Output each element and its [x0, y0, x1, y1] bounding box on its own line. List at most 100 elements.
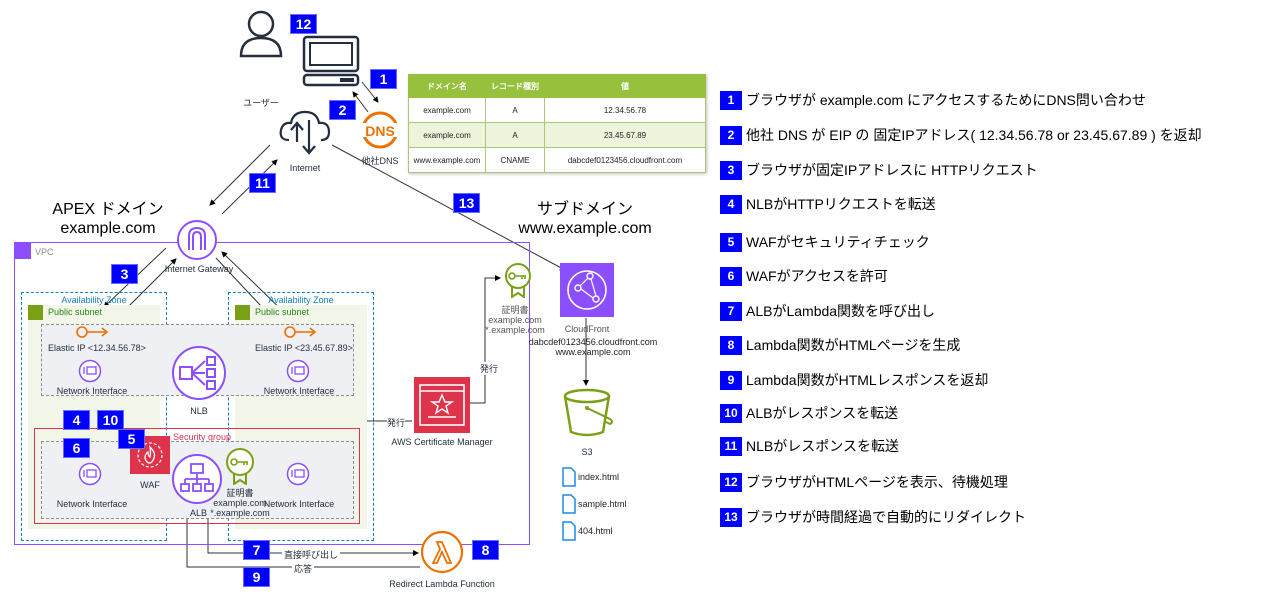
step-text: NLBがHTTPリクエストを転送 [746, 196, 936, 212]
step-number: 13 [720, 507, 742, 527]
az-label-right: Availability Zone [268, 295, 334, 305]
step-number: 6 [720, 266, 742, 286]
step-text: ALBがLambda関数を呼び出し [746, 303, 936, 319]
table-row: www.example.com CNAME dabcdef0123456.clo… [408, 147, 706, 173]
network-interface-icon [286, 359, 310, 383]
step-badge-1: 1 [370, 69, 397, 89]
eip-left-label: Elastic IP <12.34.56.78> [48, 343, 146, 353]
alb-icon [172, 454, 222, 504]
az-label-left: Availability Zone [61, 295, 127, 305]
cell-value: 12.34.56.78 [544, 97, 706, 123]
file-item[interactable]: 404.html [562, 517, 627, 544]
arrow-alb-to-lambda [207, 510, 419, 556]
step-text: ALBがレスポンスを転送 [746, 405, 899, 421]
response-label: 応答 [292, 562, 315, 575]
certificate-icon [226, 448, 254, 485]
security-group: Security group [34, 428, 360, 524]
issue-label-alb: 発行 [387, 416, 406, 429]
step-badge-2: 2 [329, 100, 356, 120]
apex-title: APEX ドメイン [52, 201, 164, 218]
arrow-dns-to-pc [352, 91, 369, 113]
step-text: Lambda関数がHTMLレスポンスを返却 [746, 372, 989, 388]
security-group-label: Security group [173, 432, 232, 442]
step-number: 10 [720, 403, 742, 423]
cell-type: A [485, 97, 545, 123]
step-badge-7: 7 [243, 540, 270, 560]
step-text: ブラウザが example.com にアクセスするためにDNS問い合わせ [746, 92, 1146, 108]
s3-label: S3 [581, 447, 593, 457]
eni-label: Network Interface [263, 499, 335, 509]
step-number: 1 [720, 90, 742, 110]
step-text: WAFがアクセスを許可 [746, 268, 888, 284]
internet-gateway-icon [177, 220, 217, 260]
step-number: 12 [720, 472, 742, 492]
table-row: example.com A 12.34.56.78 [408, 97, 706, 123]
cert-wildcard: *.example.com [485, 325, 545, 335]
cloudfront-label: CloudFront [564, 324, 610, 334]
cell-type: A [485, 122, 545, 148]
computer-icon[interactable] [302, 35, 360, 87]
vpc-label: VPC [35, 247, 54, 257]
availability-zone-right: Availability Zone [228, 292, 374, 541]
eni-label: Network Interface [56, 386, 128, 396]
cell-domain: www.example.com [408, 147, 486, 173]
arrow-lambda-to-alb [184, 511, 420, 568]
step-badge-8: 8 [472, 540, 499, 560]
file-item[interactable]: index.html [562, 463, 627, 490]
step-badge-12: 12 [290, 14, 317, 34]
cloudfront-domain-label: dabcdef0123456.cloudfront.com www.exampl… [529, 337, 658, 357]
step-text: ブラウザが固定IPアドレスに HTTPリクエスト [746, 162, 1038, 178]
file-item[interactable]: sample.html [562, 490, 627, 517]
arrow-pc-to-dns [361, 81, 379, 103]
invoke-label: 直接呼び出し [282, 548, 341, 561]
network-interface-icon [286, 462, 310, 486]
step-text: ブラウザがHTMLページを表示、待機処理 [746, 474, 1008, 490]
network-interface-icon [78, 359, 102, 383]
step-badge-10: 10 [97, 410, 124, 430]
vpc-cloud-icon [15, 243, 31, 259]
user-label: ユーザー [243, 98, 279, 108]
acm-label: AWS Certificate Manager [391, 437, 493, 447]
step-badge-11: 11 [249, 173, 276, 193]
network-interface-icon [78, 462, 102, 486]
dns-label: 他社DNS [361, 156, 399, 166]
lambda-label: Redirect Lambda Function [389, 579, 495, 589]
lambda-icon [420, 530, 464, 574]
eni-label: Network Interface [263, 386, 335, 396]
lock-icon [235, 305, 250, 320]
cert-domain: example.com [488, 315, 542, 325]
elastic-ip-icon [76, 326, 109, 338]
step-number: 7 [720, 301, 742, 321]
cell-value: dabcdef0123456.cloudfront.com [544, 147, 706, 173]
file-name: 404.html [578, 525, 613, 536]
file-icon [562, 466, 576, 487]
col-header-type: レコード種別 [485, 74, 545, 98]
file-icon [562, 520, 576, 541]
nlb-label: NLB [190, 406, 208, 416]
cell-value: 23.45.67.89 [544, 122, 706, 148]
dns-record-table: ドメイン名 レコード種別 値 example.com A 12.34.56.78… [408, 74, 706, 173]
eip-right-label: Elastic IP <23.45.67.89> [255, 343, 353, 353]
certificate-icon [505, 263, 531, 298]
svg-text:DNS: DNS [365, 123, 395, 139]
waf-label: WAF [140, 480, 160, 490]
alb-cert-label: 証明書 example.com *.example.com [210, 488, 270, 518]
step-text: WAFがセキュリティチェック [746, 234, 930, 250]
cell-type: CNAME [485, 147, 545, 173]
step-number: 9 [720, 370, 742, 390]
step-number: 5 [720, 232, 742, 252]
acm-icon [414, 377, 470, 433]
lock-icon [28, 305, 43, 320]
step-number: 8 [720, 335, 742, 355]
step-number: 4 [720, 194, 742, 214]
